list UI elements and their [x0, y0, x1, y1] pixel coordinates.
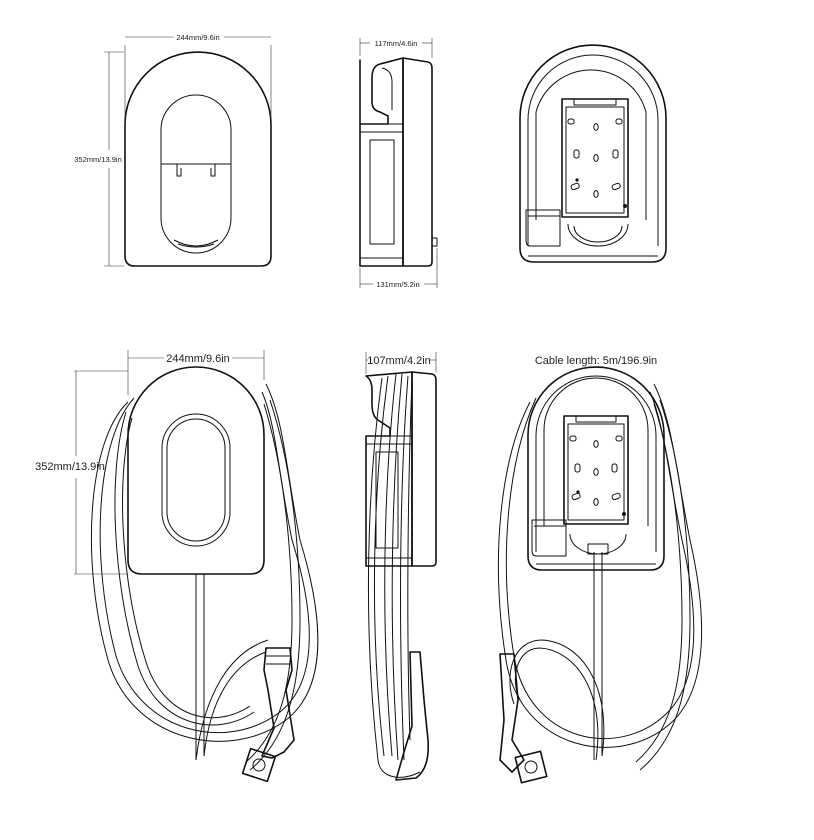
top-front-width-label: 244mm/9.6in [176, 33, 219, 42]
top-side-body [359, 57, 404, 267]
top-front-window [160, 94, 232, 254]
top-back-socket [525, 209, 561, 247]
top-side-bracket [381, 67, 393, 110]
cable-length-label: Cable length: 5m/196.9in [535, 355, 657, 367]
top-front-view: 244mm/9.6in 352mm/13.9in [74, 33, 272, 267]
bottom-front-view: 244mm/9.6in 352mm/13.9in [35, 350, 319, 783]
bottom-side-depth-label: 107mm/4.2in [367, 355, 431, 367]
bottom-front-height-label: 352mm/13.9in [35, 461, 105, 473]
bottom-front-cable-loop-outer [90, 383, 319, 742]
bottom-back-plug-head [514, 750, 548, 784]
bottom-front-charging-gun [261, 647, 295, 759]
top-side-label-panel [369, 139, 395, 245]
top-front-clip-left [176, 164, 182, 177]
top-front-height-label: 352mm/13.9in [74, 155, 122, 164]
top-back-mounting-plate [561, 98, 629, 218]
bottom-side-charging-gun [395, 651, 430, 781]
bottom-front-window [161, 413, 231, 547]
top-side-depth-lower-label: 131mm/5.2in [376, 280, 419, 289]
top-front-clip-right [210, 164, 216, 177]
top-side-backplate [402, 57, 433, 267]
top-back-view [519, 44, 667, 263]
bottom-front-body [127, 366, 265, 575]
top-side-depth-upper-label: 117mm/4.6in [375, 39, 418, 48]
top-back-outline [519, 44, 667, 263]
bottom-back-view: Cable length: 5m/196.9in [497, 355, 703, 784]
bottom-back-socket [531, 519, 567, 557]
top-side-view: 117mm/4.6in 131mm/5.2in [359, 38, 438, 289]
bottom-side-label-panel [375, 451, 399, 549]
bottom-side-backplate [411, 371, 437, 567]
top-side-tab [431, 237, 438, 247]
bottom-front-width-label: 244mm/9.6in [166, 353, 230, 365]
bottom-back-charging-gun [499, 653, 525, 773]
top-back-cable-recess [567, 223, 629, 247]
bottom-back-body [527, 366, 665, 571]
top-front-holster-lip [173, 239, 219, 247]
bottom-back-mounting-plate [563, 415, 629, 525]
bottom-front-plug-head [241, 747, 277, 783]
top-front-outline [124, 51, 272, 267]
bottom-side-view: 107mm/4.2in [365, 352, 437, 781]
